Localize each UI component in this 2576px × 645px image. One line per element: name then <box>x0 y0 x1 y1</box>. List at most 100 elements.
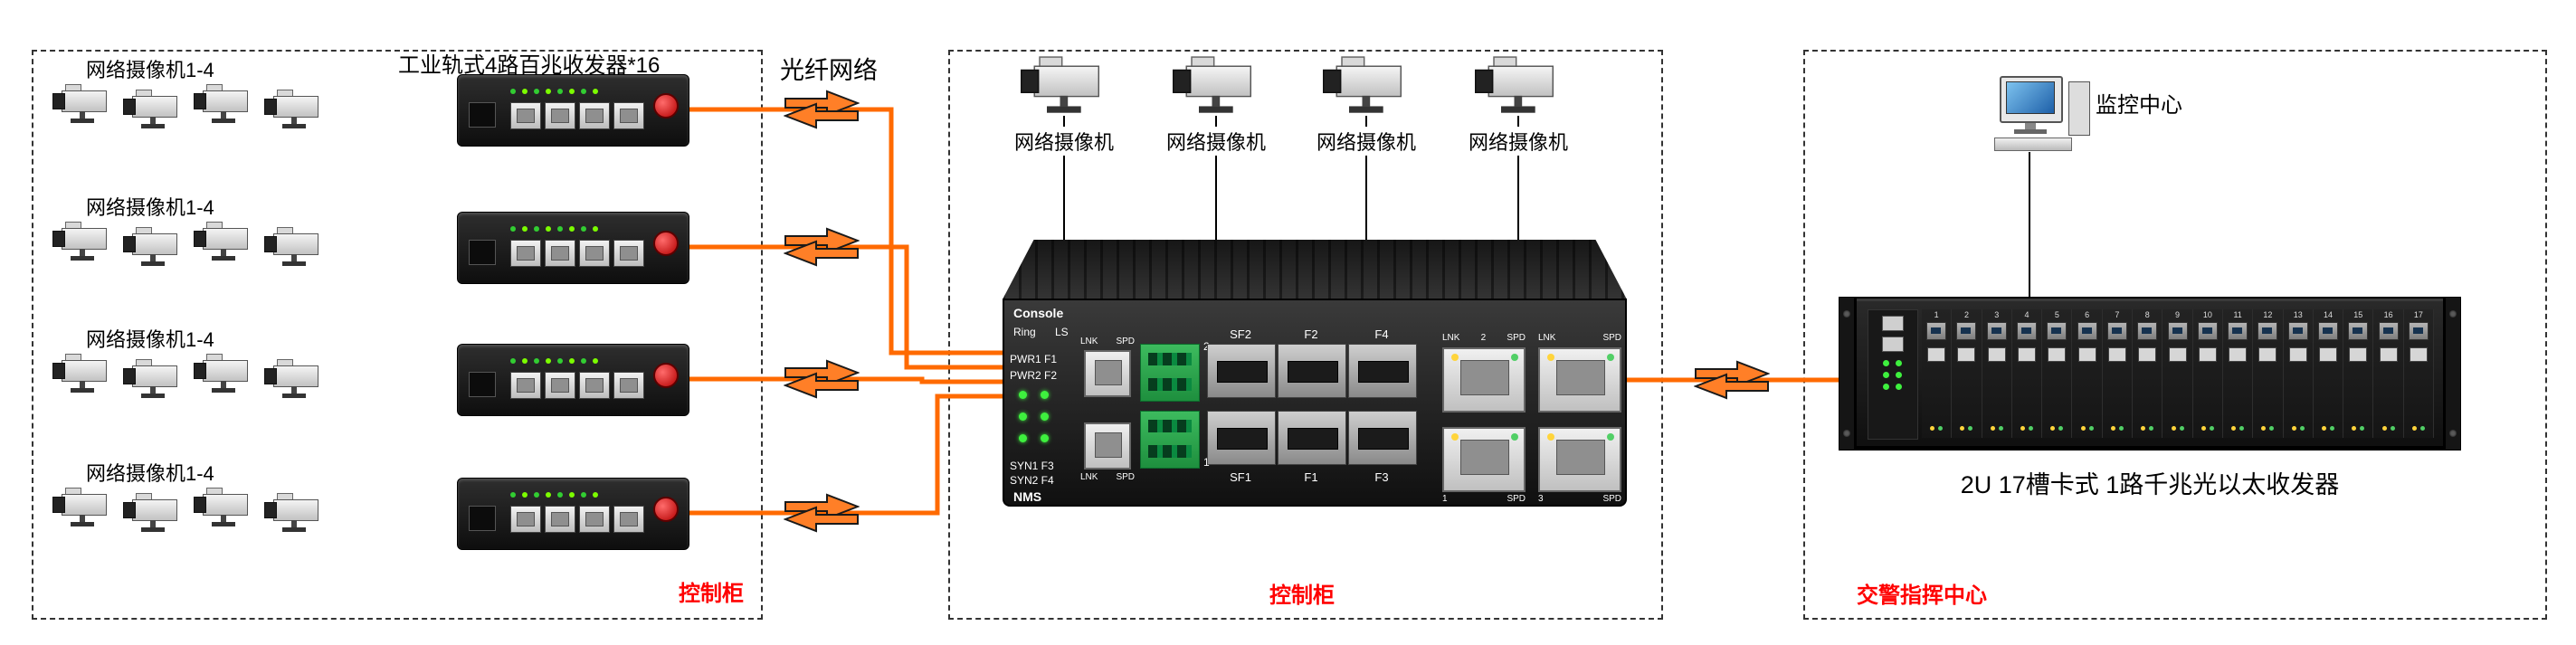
slot-leds <box>2171 426 2184 431</box>
camera-bracket-base <box>141 261 165 266</box>
camera-body <box>1033 65 1099 98</box>
camera-icon <box>1323 52 1410 116</box>
converter-rj45-port <box>579 372 610 399</box>
led-yellow <box>2050 426 2056 431</box>
camera-bracket-base <box>282 261 306 266</box>
camera-bracket-base <box>282 394 306 398</box>
converter-led <box>593 358 598 364</box>
sc-fiber-port <box>2287 322 2308 340</box>
slot-leds <box>2322 426 2334 431</box>
converter-rj45-port <box>579 506 610 533</box>
sfp-slot <box>1288 428 1338 450</box>
rack-mounting-ear <box>2445 297 2461 451</box>
converter-rj45-port <box>510 102 541 129</box>
converter-power-button <box>653 93 679 119</box>
camera-bracket-stem <box>291 386 297 394</box>
slot-number: 10 <box>2202 310 2212 319</box>
converter-rj45-port <box>613 506 644 533</box>
slot-number: 8 <box>2144 310 2150 319</box>
converter-rj45-port <box>579 102 610 129</box>
camera-body <box>62 90 107 112</box>
camera-body <box>62 228 107 250</box>
switch-ring-label: Ring <box>1013 326 1036 338</box>
sfp-cage <box>1348 411 1417 465</box>
converter-fiber-port <box>469 506 496 531</box>
fiber-network-label: 光纤网络 <box>780 57 878 84</box>
led-green <box>2029 426 2034 431</box>
slot-number: 4 <box>2024 310 2029 319</box>
converter-led <box>522 226 528 232</box>
camera-bracket-stem <box>80 381 85 388</box>
converter-led <box>534 358 539 364</box>
camera-bracket-base <box>71 119 94 123</box>
led-green <box>1938 426 1944 431</box>
led-green <box>2179 426 2184 431</box>
camera-bracket-stem <box>1362 95 1371 107</box>
slot-leds <box>2261 426 2275 431</box>
rack-slot-card: 4 <box>2011 309 2043 438</box>
sc-fiber-port <box>1926 322 1947 340</box>
pc-tower-icon <box>2068 81 2090 136</box>
camera-lens <box>52 93 65 109</box>
camera-body <box>273 499 318 521</box>
led-yellow <box>2020 426 2026 431</box>
camera-bracket-base <box>71 256 94 261</box>
slot-leds <box>1990 426 2003 431</box>
sc-fiber-port <box>1986 322 2007 340</box>
rj45-bank-bottom-right-labels: 3 SPD <box>1538 494 1621 504</box>
switch-front-panel: Console Ring LS PWR1 F1 PWR2 F2 SYN1 F3 … <box>1003 299 1627 507</box>
converter-rj45-port <box>510 506 541 533</box>
camera-icon <box>52 485 112 528</box>
camera-bracket-stem <box>221 381 226 388</box>
converter-led <box>546 492 551 498</box>
camera-body <box>203 360 248 382</box>
sfp-cage <box>1278 411 1346 465</box>
sfp-slot <box>1217 428 1268 450</box>
switch-syn2-label: SYN2 F4 <box>1010 474 1054 487</box>
sfp-cage <box>1207 411 1276 465</box>
ip-camera-label: 网络摄像机 <box>1001 127 1127 156</box>
rj45-port <box>2168 347 2187 362</box>
rj45-port <box>2258 347 2277 362</box>
converter-led <box>593 89 598 94</box>
converter-rj45-port <box>545 240 575 267</box>
converter-rj45-port <box>510 372 541 399</box>
camera-icon <box>264 224 324 268</box>
slot-leds <box>2110 426 2124 431</box>
sfp-label-f1: F1 <box>1304 470 1318 484</box>
switch-nms-label: NMS <box>1013 489 1042 504</box>
rack-slot-card: 9 <box>2163 309 2193 438</box>
media-converter-device <box>457 344 689 416</box>
led-green <box>2209 426 2214 431</box>
camera-body <box>62 360 107 382</box>
converter-power-button <box>653 363 679 388</box>
switch-console-label: Console <box>1013 306 1064 320</box>
converter-led <box>581 492 586 498</box>
slot-number: 1 <box>1934 310 1939 319</box>
rj45-port <box>1927 347 1946 362</box>
fiber-transceiver-icon <box>783 493 860 533</box>
rj45-port <box>2288 347 2307 362</box>
camera-bracket-base <box>71 388 94 393</box>
monitor-label: 监控中心 <box>2096 93 2182 118</box>
camera-icon <box>52 81 112 125</box>
camera-bracket-stem <box>291 254 297 261</box>
center-footer-label: 控制柜 <box>1269 583 1335 608</box>
rack-mounting-ear <box>1839 297 1855 451</box>
spd-label: SPD <box>1507 333 1526 343</box>
camera-bracket-base <box>71 522 94 526</box>
sfp-cage <box>1278 344 1346 398</box>
camera-icon <box>194 219 253 262</box>
rj45-port <box>1987 347 2006 362</box>
rack-slot-card: 1 <box>1922 309 1953 438</box>
keyboard-icon <box>1994 138 2072 151</box>
sfp-slot <box>1358 428 1409 450</box>
led-green <box>2360 426 2365 431</box>
rack-management-module <box>1868 309 1918 440</box>
camera-lens <box>264 368 277 384</box>
media-converter-device <box>457 478 689 550</box>
sc-fiber-port <box>2106 322 2127 340</box>
camera-lens <box>123 368 136 384</box>
